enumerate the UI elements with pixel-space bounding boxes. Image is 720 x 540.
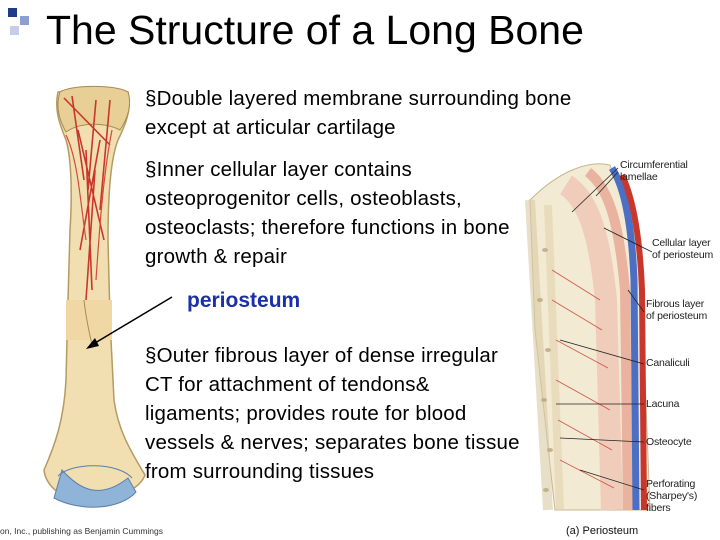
label-circumferential-lamellae: Circumferential lamellae: [620, 159, 690, 183]
label-lacuna: Lacuna: [646, 398, 679, 410]
label-perforating-fibers: Perforating (Sharpey's) fibers: [646, 478, 706, 514]
paragraph-outer-fibrous-layer: §Outer fibrous layer of dense irregular …: [145, 341, 530, 486]
long-bone-drawing: [44, 86, 145, 507]
label-canaliculi: Canaliculi: [646, 357, 690, 369]
label-cellular-layer: Cellular layer of periosteum: [652, 237, 718, 261]
paragraph-inner-cellular-layer: §Inner cellular layer contains osteoprog…: [145, 155, 515, 271]
figure-caption: (a) Periosteum: [566, 525, 638, 537]
label-osteocyte: Osteocyte: [646, 436, 691, 448]
periosteum-term: periosteum: [187, 287, 300, 315]
publisher-credit: on, Inc., publishing as Benjamin Cumming…: [0, 526, 163, 536]
paragraph-double-layered: §Double layered membrane surrounding bon…: [145, 84, 585, 142]
periosteum-cross-section: [530, 164, 652, 510]
label-fibrous-layer: Fibrous layer of periosteum: [646, 298, 712, 322]
